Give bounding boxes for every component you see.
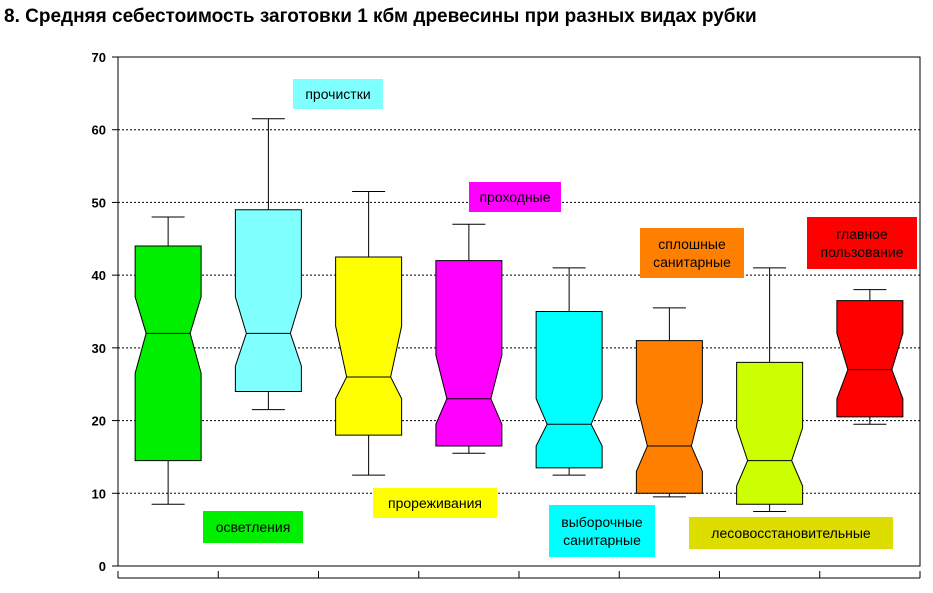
box-7 xyxy=(736,267,804,512)
category-label-7: лесовосстановительные xyxy=(689,517,893,549)
label-text: главное xyxy=(836,226,888,242)
y-tick-label: 40 xyxy=(92,268,106,283)
box-body xyxy=(736,361,804,505)
label-background xyxy=(689,517,893,549)
category-labels: осветления прочистки прореживания проходные… xyxy=(203,79,917,557)
box-body xyxy=(635,340,703,494)
y-tick-label: 10 xyxy=(92,486,106,501)
plot-frame xyxy=(117,56,921,567)
category-label-8: главное пользование xyxy=(807,217,917,269)
box-8 xyxy=(836,289,904,425)
label-text: пользование xyxy=(821,244,904,260)
label-text: санитарные xyxy=(563,532,641,548)
box-4 xyxy=(435,223,503,454)
label-background xyxy=(807,217,917,269)
category-label-4: проходные xyxy=(469,182,561,212)
category-label-3: прореживания xyxy=(373,488,497,518)
category-label-6: сплошные санитарные xyxy=(640,228,744,278)
label-background xyxy=(549,505,655,557)
axes: 0 10 20 30 40 50 60 70 xyxy=(92,50,921,579)
label-text: выборочные xyxy=(561,514,643,530)
box-body xyxy=(535,311,603,469)
y-tick-label: 0 xyxy=(99,559,106,574)
label-background xyxy=(469,182,561,212)
y-tick-label: 60 xyxy=(92,123,106,138)
y-tick-label: 20 xyxy=(92,414,106,429)
box-5 xyxy=(535,267,603,476)
label-text: осветления xyxy=(216,519,291,535)
label-background xyxy=(373,488,497,518)
category-label-2: прочистки xyxy=(293,79,383,109)
label-text: сплошные xyxy=(658,236,726,252)
y-tick-label: 30 xyxy=(92,341,106,356)
category-label-5: выборочные санитарные xyxy=(549,505,655,557)
box-6 xyxy=(635,307,703,498)
label-background xyxy=(640,228,744,278)
category-label-1: осветления xyxy=(203,511,303,543)
label-text: прореживания xyxy=(388,495,482,511)
label-text: лесовосстановительные xyxy=(711,525,871,541)
label-background xyxy=(293,79,383,109)
box-3 xyxy=(335,191,403,476)
box-body xyxy=(435,260,503,447)
box-body xyxy=(234,209,302,392)
label-text: проходные xyxy=(479,189,550,205)
box-body xyxy=(836,300,904,418)
box-body xyxy=(335,256,403,436)
label-text: прочистки xyxy=(305,86,370,102)
label-background xyxy=(203,511,303,543)
label-text: санитарные xyxy=(653,254,731,270)
boxes xyxy=(134,118,904,512)
box-1 xyxy=(134,216,202,505)
y-tick-label: 70 xyxy=(92,50,106,65)
box-body xyxy=(134,245,202,462)
box-2 xyxy=(234,118,302,411)
y-tick-label: 50 xyxy=(92,195,106,210)
page-title: 8. Средняя себестоимость заготовки 1 кбм… xyxy=(4,6,757,27)
